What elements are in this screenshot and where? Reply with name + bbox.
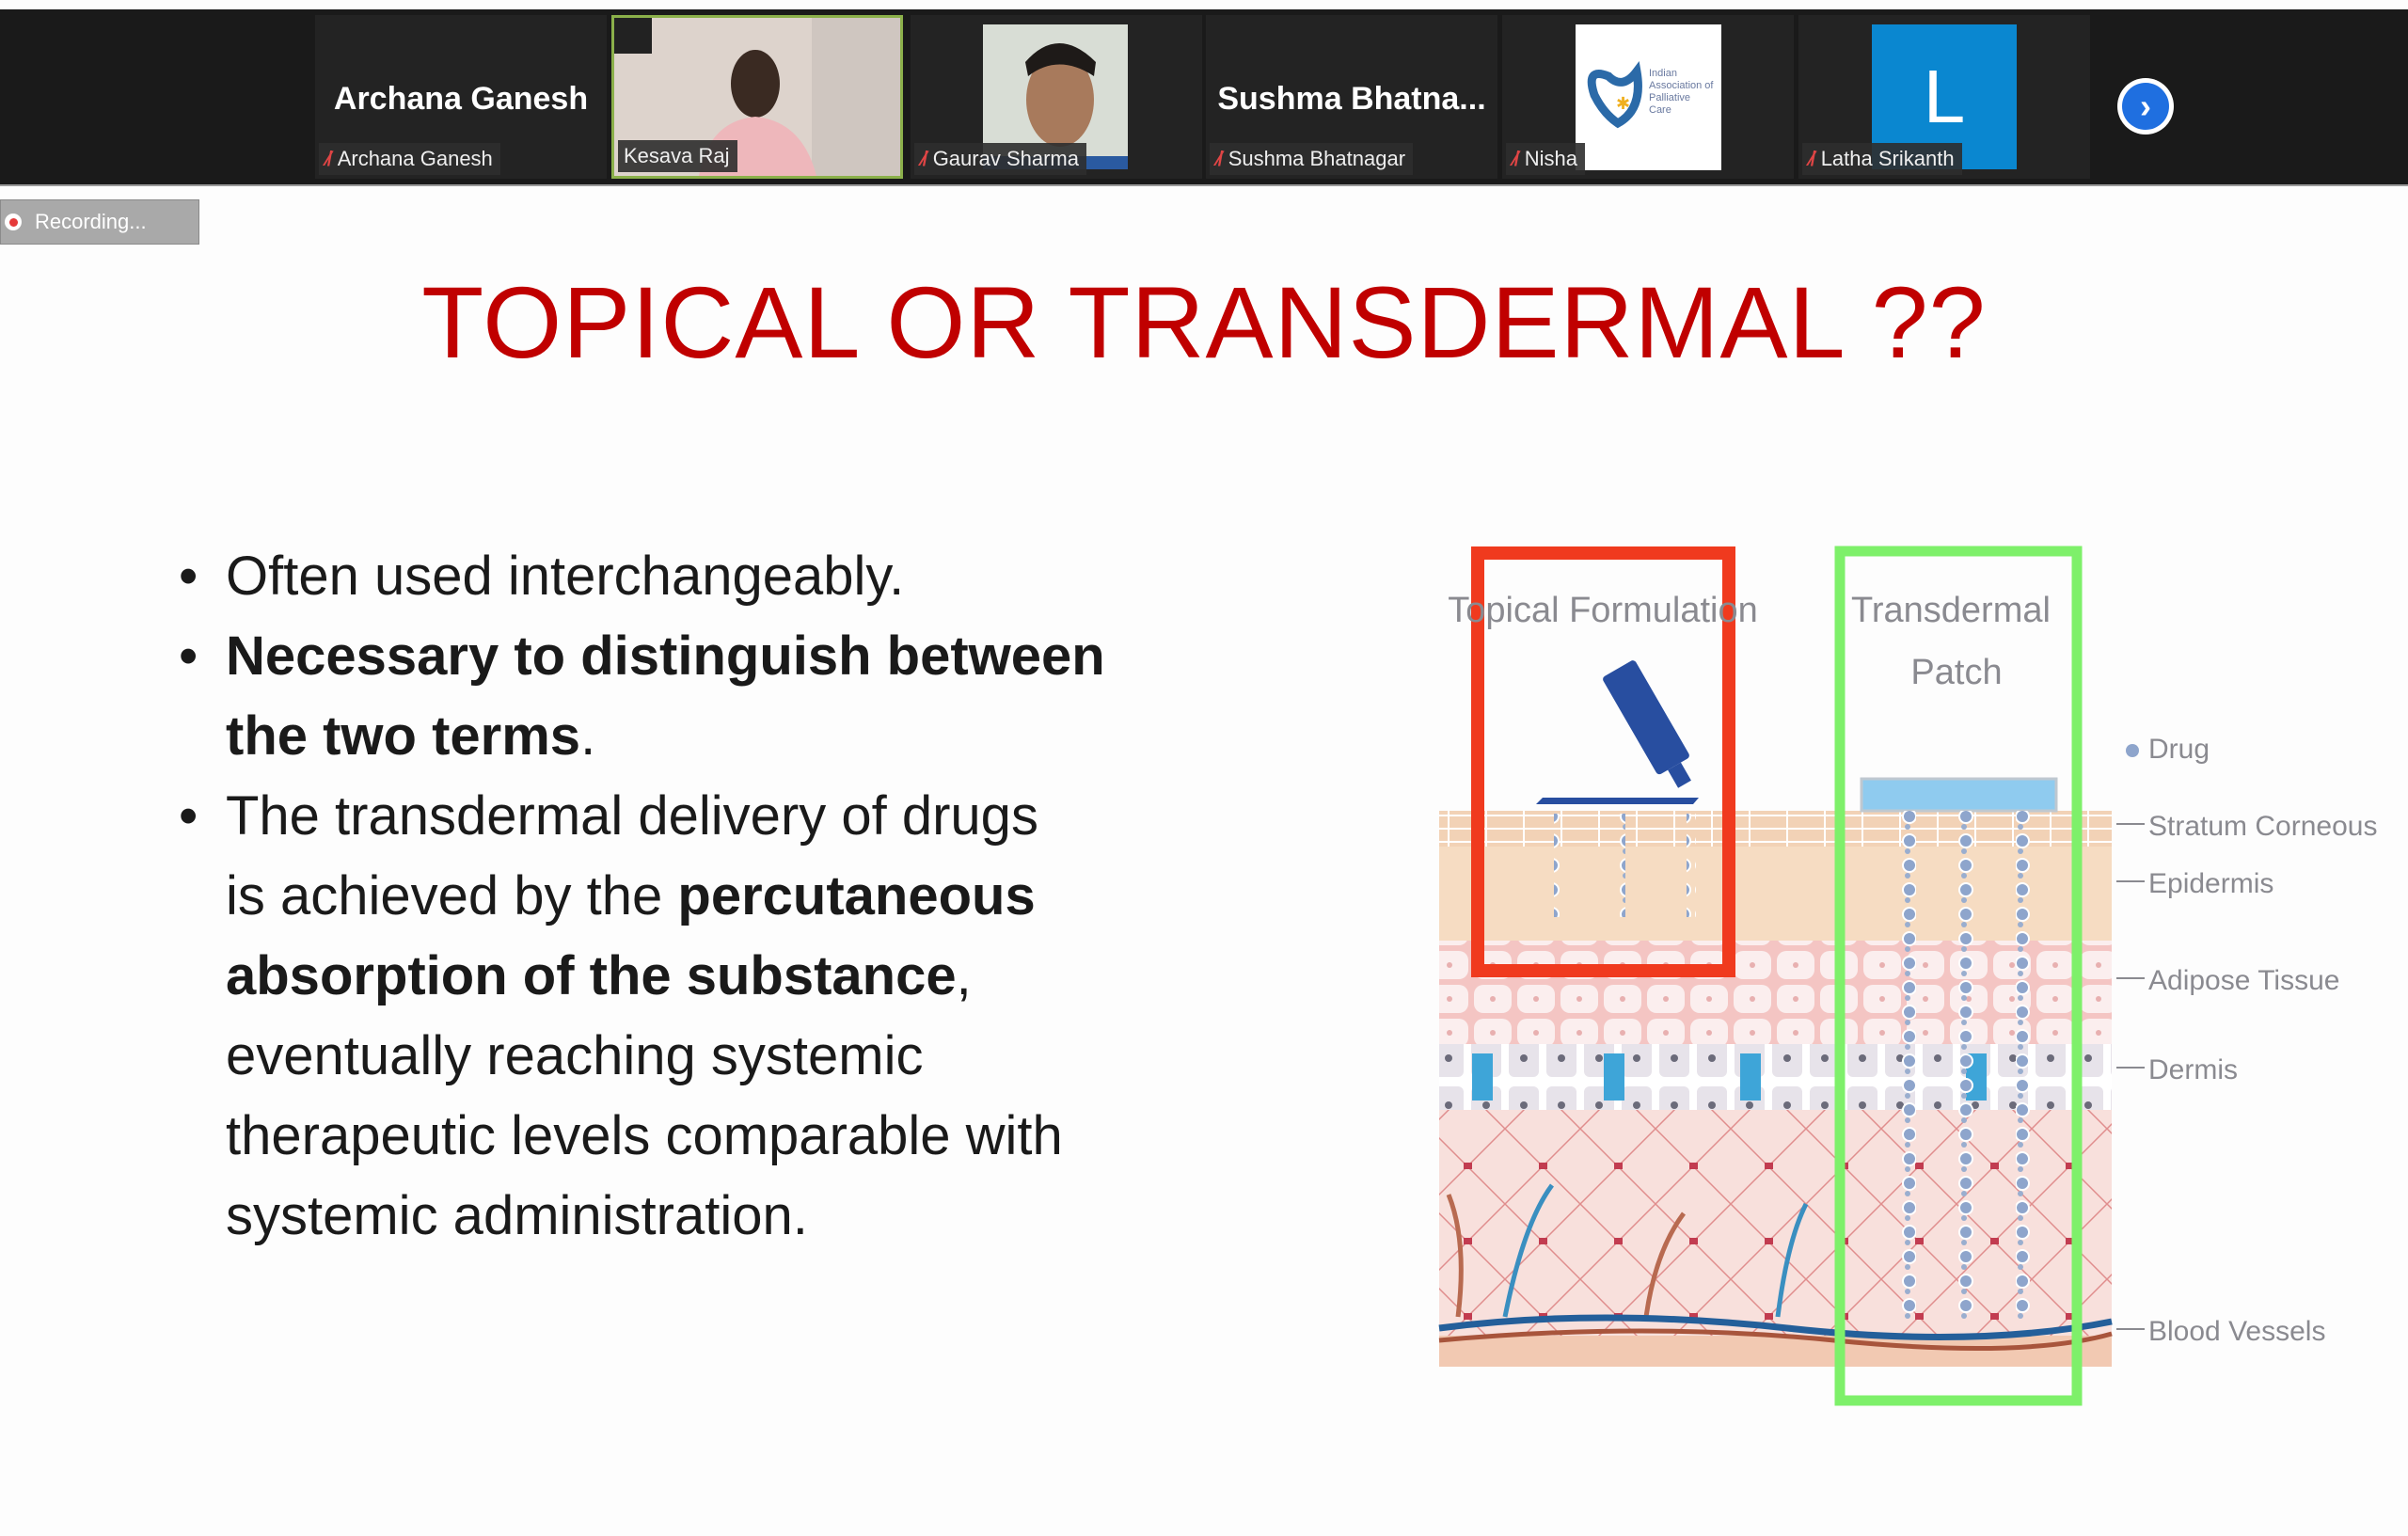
drug-icon xyxy=(2126,744,2139,757)
participant-name: Archana Ganesh xyxy=(337,147,493,170)
participant-name: Nisha xyxy=(1524,147,1577,170)
legend-drug: Drug xyxy=(2148,734,2210,765)
name-tag: Kesava Raj xyxy=(618,140,737,172)
bullet-text: . xyxy=(580,705,596,767)
record-icon xyxy=(5,214,22,230)
bullet-item: Often used interchangeably. xyxy=(179,536,1213,616)
mic-muted-icon: ⁄̸ xyxy=(1513,147,1517,170)
chevron-right-icon: › xyxy=(2122,83,2169,130)
mic-muted-icon: ⁄̸ xyxy=(922,147,926,170)
legend-adipose: Adipose Tissue xyxy=(2148,965,2339,996)
legend-blood-vessels: Blood Vessels xyxy=(2148,1316,2325,1347)
mic-muted-icon: ⁄̸ xyxy=(326,147,330,170)
participant-tile-gaurav[interactable]: ⁄̸ Gaurav Sharma xyxy=(911,15,1202,179)
mic-muted-icon: ⁄̸ xyxy=(1217,147,1221,170)
legend-stratum: Stratum Corneous xyxy=(2148,811,2377,842)
name-tag: ⁄̸ Latha Srikanth xyxy=(1802,143,1962,175)
svg-text:✱: ✱ xyxy=(1616,94,1630,113)
participant-tile-archana[interactable]: Archana Ganesh ⁄̸ Archana Ganesh xyxy=(315,15,607,179)
svg-text:Association of: Association of xyxy=(1649,80,1714,91)
bullet-bold-text: percutaneous absorption of the substance xyxy=(226,865,1036,1006)
transdermal-label: Patch xyxy=(1910,653,2002,692)
mic-muted-icon: ⁄̸ xyxy=(1810,147,1814,170)
recording-indicator[interactable]: Recording... xyxy=(0,199,199,245)
legend-dermis: Dermis xyxy=(2148,1054,2238,1085)
svg-text:Indian: Indian xyxy=(1649,68,1677,79)
participant-display-name: Sushma Bhatna... xyxy=(1217,81,1486,117)
name-tag: ⁄̸ Sushma Bhatnagar xyxy=(1210,143,1414,175)
recording-label: Recording... xyxy=(35,210,147,233)
bullet-text: Often used interchangeably. xyxy=(226,546,905,607)
slide-title: TOPICAL OR TRANSDERMAL ?? xyxy=(421,265,1987,379)
transdermal-label: Transdermal xyxy=(1851,591,2051,630)
bullet-item: Necessary to distinguish between the two… xyxy=(179,616,1166,776)
name-tag: ⁄̸ Archana Ganesh xyxy=(319,143,500,175)
name-tag: ⁄̸ Gaurav Sharma xyxy=(914,143,1086,175)
transdermal-highlight-box xyxy=(1834,546,2083,1406)
participant-name: Gaurav Sharma xyxy=(932,147,1079,170)
next-page-button[interactable]: › xyxy=(2117,78,2174,135)
participant-tile-latha[interactable]: L ⁄̸Latha Srikanth xyxy=(1798,15,2090,179)
participant-name: Kesava Raj xyxy=(624,144,730,167)
participant-name: Sushma Bhatnagar xyxy=(1228,147,1406,170)
svg-text:Care: Care xyxy=(1649,104,1671,116)
bullet-bold-text: Necessary to distinguish between the two… xyxy=(226,625,1105,767)
participant-name: Latha Srikanth xyxy=(1820,147,1955,170)
participant-tile-kesava[interactable]: Kesava Raj xyxy=(611,15,903,179)
participant-tile-sushma[interactable]: Sushma Bhatna... ⁄̸ Sushma Bhatnagar xyxy=(1206,15,1497,179)
topical-label: Topical Formulation xyxy=(1448,591,1757,630)
bullet-text: The transdermal delivery of drugs is ach… xyxy=(226,785,1038,926)
topical-highlight-box xyxy=(1471,546,1735,977)
name-tag: ⁄̸ Nisha xyxy=(1506,143,1585,175)
participant-strip: Archana Ganesh ⁄̸ Archana Ganesh Kesava R… xyxy=(0,9,2408,186)
bullet-item: The transdermal delivery of drugs is ach… xyxy=(179,776,1072,1256)
bullet-list: Often used interchangeably. Necessary to… xyxy=(179,536,1213,1256)
legend-epidermis: Epidermis xyxy=(2148,868,2273,899)
bullet-text: , eventually reaching systemic therapeut… xyxy=(226,945,1063,1246)
participant-display-name: Archana Ganesh xyxy=(333,81,589,117)
svg-text:Palliative: Palliative xyxy=(1649,92,1690,103)
